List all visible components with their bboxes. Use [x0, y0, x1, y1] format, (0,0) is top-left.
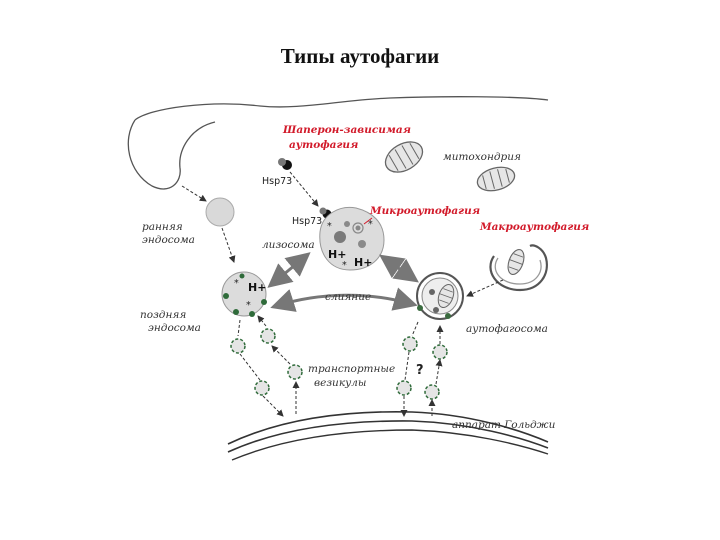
- cell-membrane-invagination: [127, 119, 216, 190]
- label-lysosome: лизосома: [262, 239, 315, 251]
- svg-text:*: *: [246, 300, 251, 311]
- lysosome: [319, 206, 385, 271]
- label-late-endosome-1: поздняя: [140, 309, 186, 321]
- slide-title: Типы аутофагии: [280, 44, 440, 68]
- transport-vesicles-left: [230, 328, 303, 396]
- label-late-endosome-2: эндосома: [148, 322, 201, 334]
- label-golgi: аппарат Гольджи: [452, 419, 556, 431]
- svg-text:*: *: [234, 278, 239, 289]
- transport-vesicles-right: [396, 336, 448, 400]
- label-h-plus-lys1: H+: [328, 248, 346, 261]
- label-autophagosome: аутофагосома: [466, 323, 548, 335]
- label-transport-1: транспортные: [308, 363, 395, 375]
- early-endosome: [205, 197, 235, 227]
- svg-text:*: *: [342, 260, 347, 271]
- mitochondrion-1: [384, 141, 424, 173]
- label-hsp73-mid: Hsp73: [292, 216, 322, 227]
- label-early-endosome-2: эндосома: [142, 234, 195, 246]
- late-endosome: [221, 271, 267, 317]
- svg-text:*: *: [368, 219, 373, 230]
- engulfed-mitochondrion: [507, 249, 525, 275]
- label-question: ?: [416, 363, 424, 378]
- label-macroautophagy: Макроаутофагия: [479, 221, 589, 233]
- label-early-endosome-1: ранняя: [142, 221, 183, 233]
- label-chaperone-1: Шаперон-зависимая: [282, 124, 411, 136]
- label-h-plus-lys2: H+: [354, 256, 372, 269]
- label-mitochondria: митохондрия: [443, 151, 521, 163]
- label-transport-2: везикулы: [314, 377, 366, 389]
- label-h-plus-endosome: H+: [248, 281, 266, 294]
- phagophore: [489, 244, 548, 292]
- label-fusion: слияние: [325, 291, 371, 303]
- svg-text:*: *: [327, 221, 332, 232]
- label-chaperone-2: аутофагия: [289, 139, 358, 151]
- golgi-apparatus: [227, 411, 549, 461]
- cell-membrane: [134, 96, 549, 121]
- label-hsp73-top: Hsp73: [262, 176, 292, 187]
- mitochondrion-2: [476, 166, 516, 192]
- label-microautophagy: Микроаутофагия: [369, 205, 480, 217]
